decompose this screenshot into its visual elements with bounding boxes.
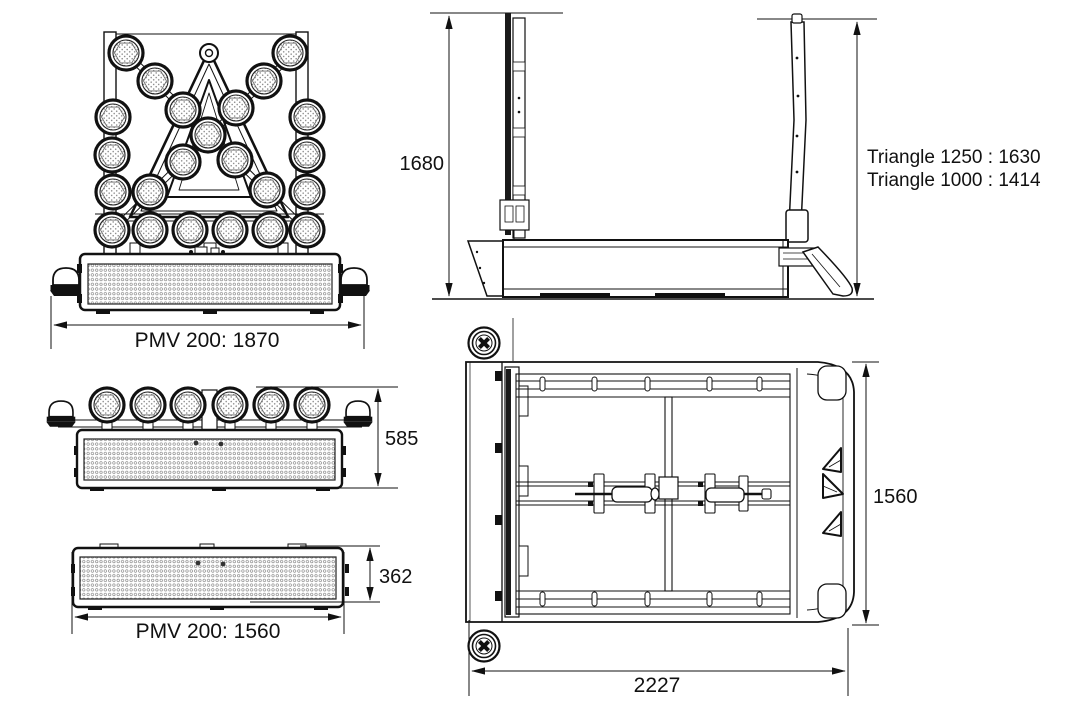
folded-triangle-sections bbox=[822, 447, 844, 537]
beacon-top-view-front bbox=[467, 326, 501, 360]
center-hinge bbox=[658, 476, 679, 500]
message-panel bbox=[77, 246, 343, 314]
side-height-dimension-label: 1680 bbox=[400, 153, 445, 175]
panel-width-dimension: PMV 200: 1560 bbox=[71, 552, 345, 643]
beacon-right-folded bbox=[342, 400, 374, 428]
trailer-body bbox=[466, 239, 789, 298]
panel-width-dimension-label: PMV 200: 1560 bbox=[136, 620, 281, 643]
panel-only-view: 362 PMV 200: 1560 bbox=[71, 543, 412, 643]
lift-actuator-right bbox=[705, 487, 772, 503]
front-width-dimension-label: PMV 200: 1870 bbox=[135, 329, 280, 352]
bottom-rail bbox=[516, 590, 790, 608]
side-height-dimension: 1680 bbox=[400, 15, 453, 297]
message-panel-alone bbox=[71, 543, 349, 610]
front-view-folded: 585 bbox=[45, 386, 418, 491]
top-height-dimension-label: 1560 bbox=[873, 486, 918, 508]
panel-height-dimension-label: 362 bbox=[379, 566, 412, 588]
apex-pivot bbox=[199, 43, 219, 63]
top-width-dimension-label: 2227 bbox=[634, 674, 681, 697]
sidebar-studs bbox=[495, 371, 502, 601]
panel-edge-on bbox=[499, 13, 530, 240]
top-height-dimension: 1560 bbox=[852, 361, 918, 626]
folded-height-dimension-label: 585 bbox=[385, 428, 418, 450]
beacon-left-folded bbox=[45, 400, 77, 428]
beacon-top-view-rear bbox=[467, 629, 501, 663]
top-rail bbox=[516, 376, 790, 398]
panel-height-dimension: 362 bbox=[250, 545, 412, 603]
drawbar bbox=[466, 240, 504, 297]
front-view-deployed: PMV 200: 1870 bbox=[49, 31, 371, 352]
triangle-note-line2: Triangle 1000 : 1414 bbox=[867, 170, 1041, 191]
top-view: 1560 2227 bbox=[465, 318, 918, 697]
deck-frame bbox=[515, 373, 791, 615]
top-width-dimension: 2227 bbox=[468, 620, 849, 697]
side-view: 1680 Triangle 1250 : 1630 Triangle 1000 … bbox=[400, 12, 1041, 300]
folded-height-dimension: 585 bbox=[250, 386, 418, 489]
drawbar-top-view bbox=[796, 365, 847, 619]
triangle-note-line1: Triangle 1250 : 1630 bbox=[867, 147, 1041, 168]
front-width-dimension: PMV 200: 1870 bbox=[50, 296, 365, 352]
lift-actuator-left bbox=[575, 486, 660, 503]
mast-support bbox=[778, 246, 854, 297]
message-panel-folded bbox=[74, 428, 346, 491]
folded-mast bbox=[785, 13, 809, 243]
